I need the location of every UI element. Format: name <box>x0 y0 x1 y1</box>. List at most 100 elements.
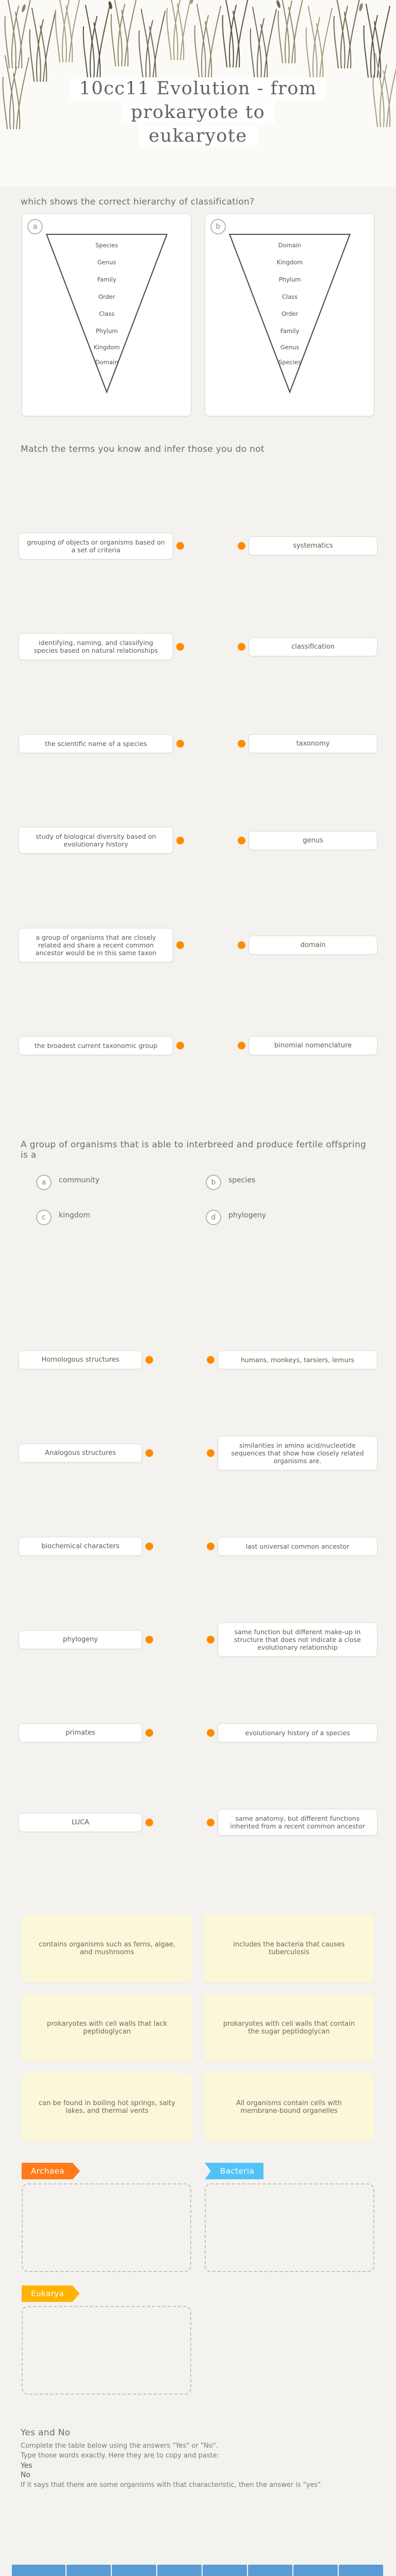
sort-card[interactable]: All organisms contain cells with membran… <box>204 2073 374 2141</box>
q2-option-d[interactable]: d phylogeny <box>206 1210 360 1225</box>
connector-dot[interactable] <box>207 1729 214 1737</box>
connector-dot[interactable] <box>238 836 245 844</box>
connector-dot[interactable] <box>145 1449 153 1457</box>
match-right-card[interactable]: taxonomy <box>249 734 377 753</box>
connector-dot[interactable] <box>145 1729 153 1737</box>
bin-bacteria-dropzone[interactable] <box>205 2183 374 2272</box>
q2-option-b-label: species <box>228 1176 256 1184</box>
connector-dot[interactable] <box>145 1543 153 1550</box>
match-pair: phylogeny same function but different ma… <box>19 1622 377 1657</box>
connector-dot[interactable] <box>207 1356 214 1364</box>
connector-dot[interactable] <box>238 1042 245 1050</box>
match-right-card[interactable]: genus <box>249 831 377 850</box>
table-header-cell: Kingdom <box>12 2565 65 2576</box>
sort-card[interactable]: prokaryotes with cell walls that contain… <box>204 1994 374 2062</box>
connector-dot[interactable] <box>145 1356 153 1364</box>
match-right-card[interactable]: same function but different make-up in s… <box>218 1622 377 1657</box>
sort-card[interactable]: includes the bacteria that causes tuberc… <box>204 1914 374 1982</box>
connector-dot[interactable] <box>145 1818 153 1826</box>
connector-dot[interactable] <box>176 941 184 949</box>
match-left-card[interactable]: grouping of objects or organisms based o… <box>19 532 173 560</box>
match-left-card[interactable]: identifying, naming, and classifying spe… <box>19 633 173 660</box>
triangle-b-level: Class <box>282 293 297 300</box>
triangle-b-level: Phylum <box>278 276 300 283</box>
sort-card[interactable]: contains organisms such as ferns, algae,… <box>22 1914 192 1982</box>
bin-archaea-dropzone[interactable] <box>22 2183 191 2272</box>
connector-dot[interactable] <box>176 642 184 651</box>
match-left-card[interactable]: a group of organisms that are closely re… <box>19 927 173 962</box>
match-left-card[interactable]: the broadest current taxonomic group <box>19 1036 173 1056</box>
connector-dot[interactable] <box>207 1636 214 1643</box>
triangle-a-level: Genus <box>97 259 116 266</box>
triangle-a-level: Order <box>98 293 115 300</box>
match-left-card[interactable]: Homologous structures <box>19 1350 142 1369</box>
connector-dot[interactable] <box>176 1042 184 1050</box>
connector-dot[interactable] <box>145 1636 153 1643</box>
match-pair: the scientific name of a species taxonom… <box>19 734 377 753</box>
match-left-card[interactable]: study of biological diversity based on e… <box>19 827 173 854</box>
q1-option-b[interactable]: b Domain Kingdom Phylum Class Order Fami… <box>205 213 374 416</box>
match-left-card[interactable]: biochemical characters <box>19 1537 142 1556</box>
connector-dot[interactable] <box>207 1818 214 1826</box>
grass-illustration <box>2 0 396 129</box>
yesno-instruction: Type those words exactly. Here they are … <box>21 2452 220 2460</box>
q2-option-b[interactable]: b species <box>206 1175 360 1190</box>
triangle-a-level: Species <box>95 242 118 249</box>
match-pair: primates evolutionary history of a speci… <box>19 1723 377 1742</box>
q2-option-c[interactable]: c kingdom <box>36 1210 190 1225</box>
match-pair: grouping of objects or organisms based o… <box>19 532 377 560</box>
page-title-line-3: eukaryote <box>139 125 257 147</box>
sort-card[interactable]: can be found in boiling hot springs, sal… <box>22 2073 192 2141</box>
connector-dot[interactable] <box>238 642 245 651</box>
match-right-card[interactable]: systematics <box>249 536 377 556</box>
sort-bins-section: Archaea Bacteria Eukarya <box>0 2149 396 2417</box>
connector-dot[interactable] <box>207 1543 214 1550</box>
connector-dot[interactable] <box>238 941 245 949</box>
triangle-a-level: Class <box>98 310 114 317</box>
bin-archaea-label: Archaea <box>22 2163 80 2179</box>
page-title: 10cc11 Evolution - from prokaryote to eu… <box>0 76 396 148</box>
connector-dot[interactable] <box>207 1449 214 1457</box>
match-pair: biochemical characters last universal co… <box>19 1537 377 1556</box>
yesno-copy-word-yes: Yes <box>21 2462 32 2470</box>
yesno-instructions-section: Yes and No Complete the table below usin… <box>0 2417 396 2541</box>
match-right-card[interactable]: domain <box>249 935 377 955</box>
table-header-cell: Autotrophic <box>293 2565 338 2576</box>
q2-option-a-label: community <box>59 1176 100 1184</box>
triangle-a-level: Phylum <box>95 328 117 335</box>
yesno-instruction: Complete the table below using the answe… <box>21 2442 218 2450</box>
yesno-heading: Yes and No <box>21 2428 71 2438</box>
question-species: A group of organisms that is able to int… <box>0 1129 396 1284</box>
match-right-card[interactable]: evolutionary history of a species <box>218 1723 377 1742</box>
match-pair: a group of organisms that are closely re… <box>19 927 377 962</box>
match-pair: the broadest current taxonomic group bin… <box>19 1036 377 1056</box>
q1-option-a[interactable]: a Species Genus Family Order Class Phylu… <box>22 213 191 416</box>
match-left-card[interactable]: Analogous structures <box>19 1444 142 1463</box>
question-hierarchy: which shows the correct hierarchy of cla… <box>0 187 396 434</box>
match-pair: identifying, naming, and classifying spe… <box>19 633 377 660</box>
match-right-card[interactable]: similarities in amino acid/nucleotide se… <box>218 1436 377 1470</box>
match-right-card[interactable]: classification <box>249 637 377 656</box>
connector-dot[interactable] <box>176 739 184 748</box>
match1-prompt: Match the terms you know and infer those… <box>21 444 265 454</box>
sort-card[interactable]: prokaryotes with cell walls that lack pe… <box>22 1994 192 2062</box>
match-right-card[interactable]: humans, monkeys, tarsiers, lemurs <box>218 1350 377 1369</box>
match-pair: LUCA same anatomy, but different functio… <box>19 1809 377 1836</box>
bin-eukarya-dropzone[interactable] <box>22 2306 191 2395</box>
table-header-cell: Cell wall <box>157 2565 202 2576</box>
match-left-card[interactable]: the scientific name of a species <box>19 734 173 753</box>
q2-option-a[interactable]: a community <box>36 1175 190 1190</box>
match-left-card[interactable]: primates <box>19 1723 142 1742</box>
connector-dot[interactable] <box>176 542 184 550</box>
match-right-card[interactable]: same anatomy, but different functions in… <box>218 1809 377 1836</box>
connector-dot[interactable] <box>176 836 184 844</box>
match-left-card[interactable]: LUCA <box>19 1812 142 1832</box>
connector-dot[interactable] <box>238 542 245 550</box>
match-right-card[interactable]: last universal common ancestor <box>218 1537 377 1556</box>
connector-dot[interactable] <box>238 739 245 748</box>
q1-option-b-letter: b <box>210 219 226 234</box>
decorative-header: 10cc11 Evolution - from prokaryote to eu… <box>0 0 396 187</box>
match-right-card[interactable]: binomial nomenclature <box>249 1036 377 1056</box>
match-left-card[interactable]: phylogeny <box>19 1630 142 1649</box>
page-title-line-2: prokaryote to <box>121 101 275 124</box>
